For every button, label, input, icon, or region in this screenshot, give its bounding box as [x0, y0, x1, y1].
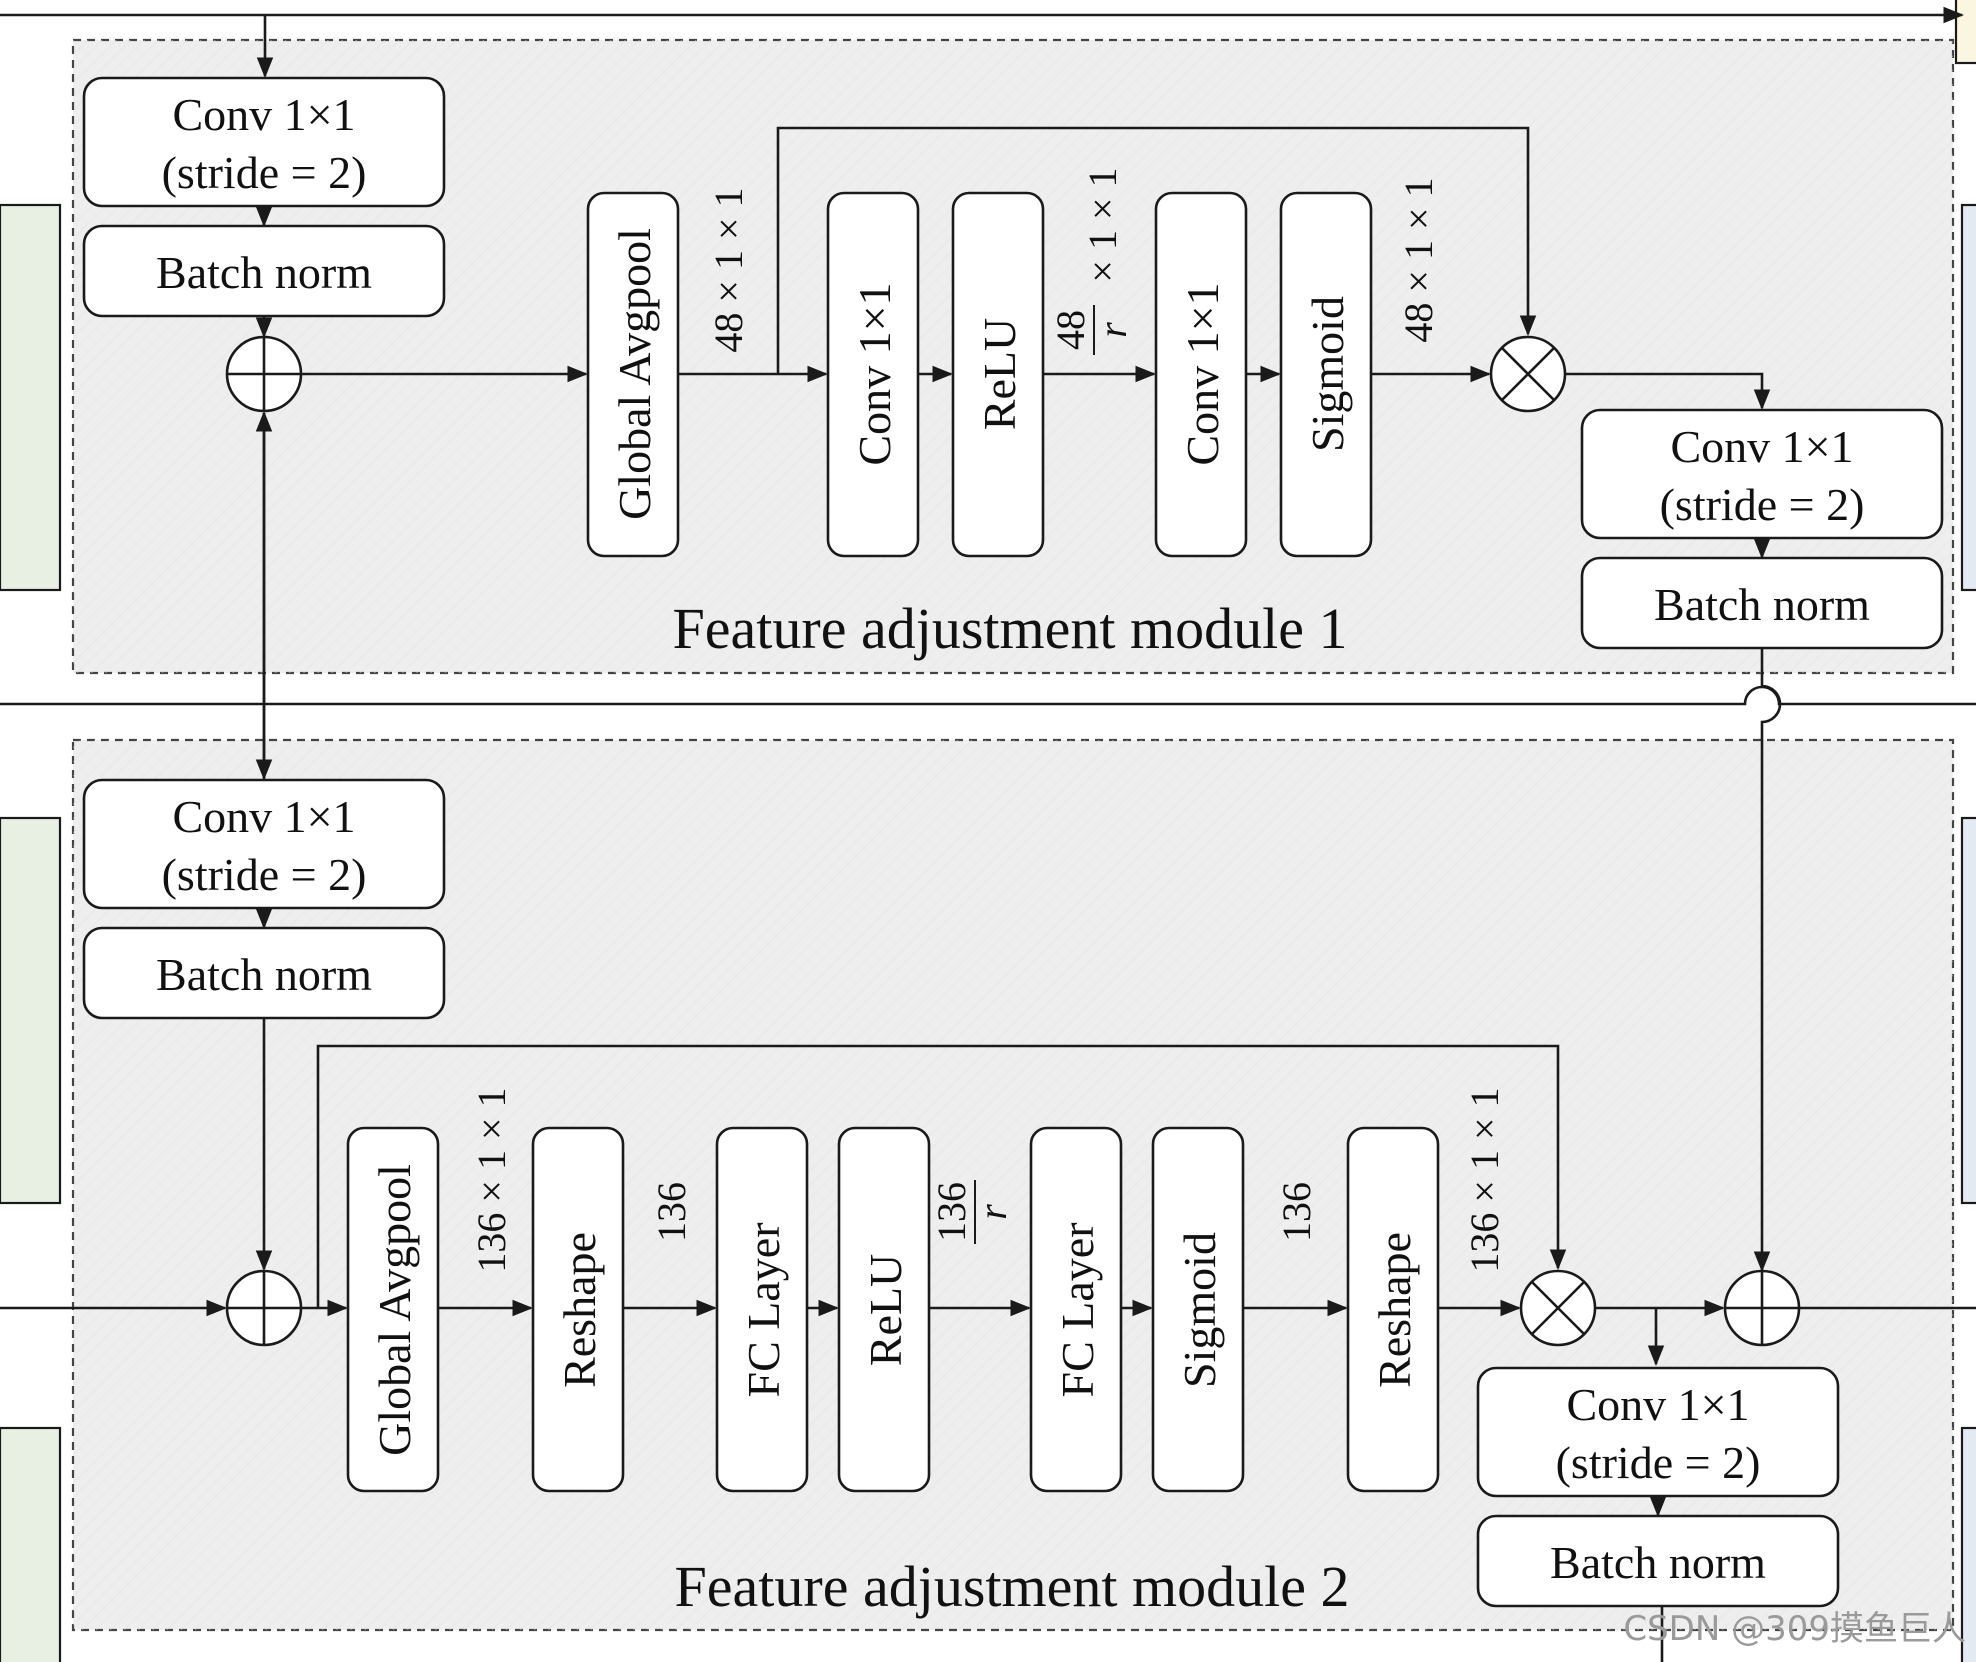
m2-reshape-b-box	[1346, 1126, 1440, 1493]
m2-conv-in-line2: (stride = 2)	[162, 849, 367, 900]
side-block-top-right	[1954, 0, 1976, 65]
m1-conv-in-line1: Conv 1×1	[172, 89, 355, 140]
side-block-right-3	[1960, 1426, 1976, 1662]
m2-sum-node-in	[225, 1269, 303, 1347]
m2-title: Feature adjustment module 2	[675, 1554, 1350, 1619]
m2-conv-in-line1: Conv 1×1	[172, 791, 355, 842]
m1-dim-after-pool: 48 × 1 × 1	[706, 187, 751, 352]
side-block-left-2	[0, 816, 62, 1205]
m2-conv-out-line1: Conv 1×1	[1566, 1379, 1749, 1430]
side-block-left-3	[0, 1426, 62, 1662]
m1-ratio-den: r	[1090, 322, 1135, 338]
m2-ratio-label: 136 r	[929, 1180, 1015, 1244]
m2-reshape-a-box	[531, 1126, 625, 1493]
m1-conv-in-line2: (stride = 2)	[162, 147, 367, 198]
m1-sigmoid-label: Sigmoid	[1302, 296, 1353, 452]
m2-relu-label: ReLU	[860, 1254, 911, 1366]
m2-dim-after-sigmoid: 136	[1274, 1182, 1319, 1242]
m1-ratio-suffix: × 1 × 1	[1080, 167, 1125, 282]
watermark: CSDN @309摸鱼巨人	[1623, 1609, 1966, 1649]
m2-bn-in-label: Batch norm	[156, 949, 372, 1000]
m1-sum-node	[225, 335, 303, 413]
m2-global-avgpool-box	[346, 1126, 440, 1493]
m1-dim-after-sigmoid: 48 × 1 × 1	[1396, 177, 1441, 342]
side-block-left-1	[0, 203, 62, 592]
m2-sigmoid-box	[1151, 1126, 1245, 1493]
m2-conv-out-line2: (stride = 2)	[1556, 1437, 1761, 1488]
m2-fc-b-label: FC Layer	[1052, 1222, 1103, 1397]
m1-conv-out-line1: Conv 1×1	[1670, 421, 1853, 472]
m1-relu-label: ReLU	[974, 318, 1025, 430]
m2-ratio-den: r	[970, 1204, 1015, 1220]
m2-multiply-node	[1519, 1269, 1597, 1347]
m1-conv-a-label: Conv 1×1	[849, 282, 900, 465]
m1-global-avgpool-label: Global Avgpool	[609, 228, 660, 520]
m2-bn-out-label: Batch norm	[1550, 1537, 1766, 1588]
m2-dim-after-reshape: 136	[649, 1182, 694, 1242]
m2-bn-out-box	[1476, 1514, 1840, 1608]
mid-horizontal-line	[0, 685, 1976, 706]
module-1: Conv 1×1 (stride = 2) Batch norm Global …	[82, 76, 1944, 661]
m1-bn-out-label: Batch norm	[1654, 579, 1870, 630]
m2-fc-a-label: FC Layer	[738, 1222, 789, 1397]
module-2: Conv 1×1 (stride = 2) Batch norm Global …	[0, 778, 1976, 1662]
m2-dim-after-pool: 136 × 1 × 1	[469, 1087, 514, 1272]
m2-ratio-num: 136	[929, 1182, 974, 1242]
m1-title: Feature adjustment module 1	[673, 596, 1348, 661]
m2-fc-b-box	[1029, 1126, 1123, 1493]
side-block-right-2	[1960, 816, 1976, 1205]
m2-reshape-b-label: Reshape	[1369, 1232, 1420, 1388]
m1-ratio-num: 48	[1048, 310, 1093, 350]
m1-bn-in-label: Batch norm	[156, 247, 372, 298]
m1-ratio-label: 48 r × 1 × 1	[1048, 167, 1135, 355]
m2-fc-a-box	[715, 1126, 809, 1493]
m1-conv-b-label: Conv 1×1	[1177, 282, 1228, 465]
m2-dim-after-reshape-b: 136 × 1 × 1	[1462, 1087, 1507, 1272]
side-block-right-1	[1960, 203, 1976, 592]
m2-relu-box	[837, 1126, 931, 1493]
m2-sum-node-out	[1723, 1269, 1801, 1347]
m1-multiply-node	[1489, 335, 1567, 413]
m2-global-avgpool-label: Global Avgpool	[369, 1164, 420, 1456]
m2-reshape-a-label: Reshape	[554, 1232, 605, 1388]
m1-conv-out-line2: (stride = 2)	[1660, 479, 1865, 530]
m2-sigmoid-label: Sigmoid	[1174, 1232, 1225, 1388]
